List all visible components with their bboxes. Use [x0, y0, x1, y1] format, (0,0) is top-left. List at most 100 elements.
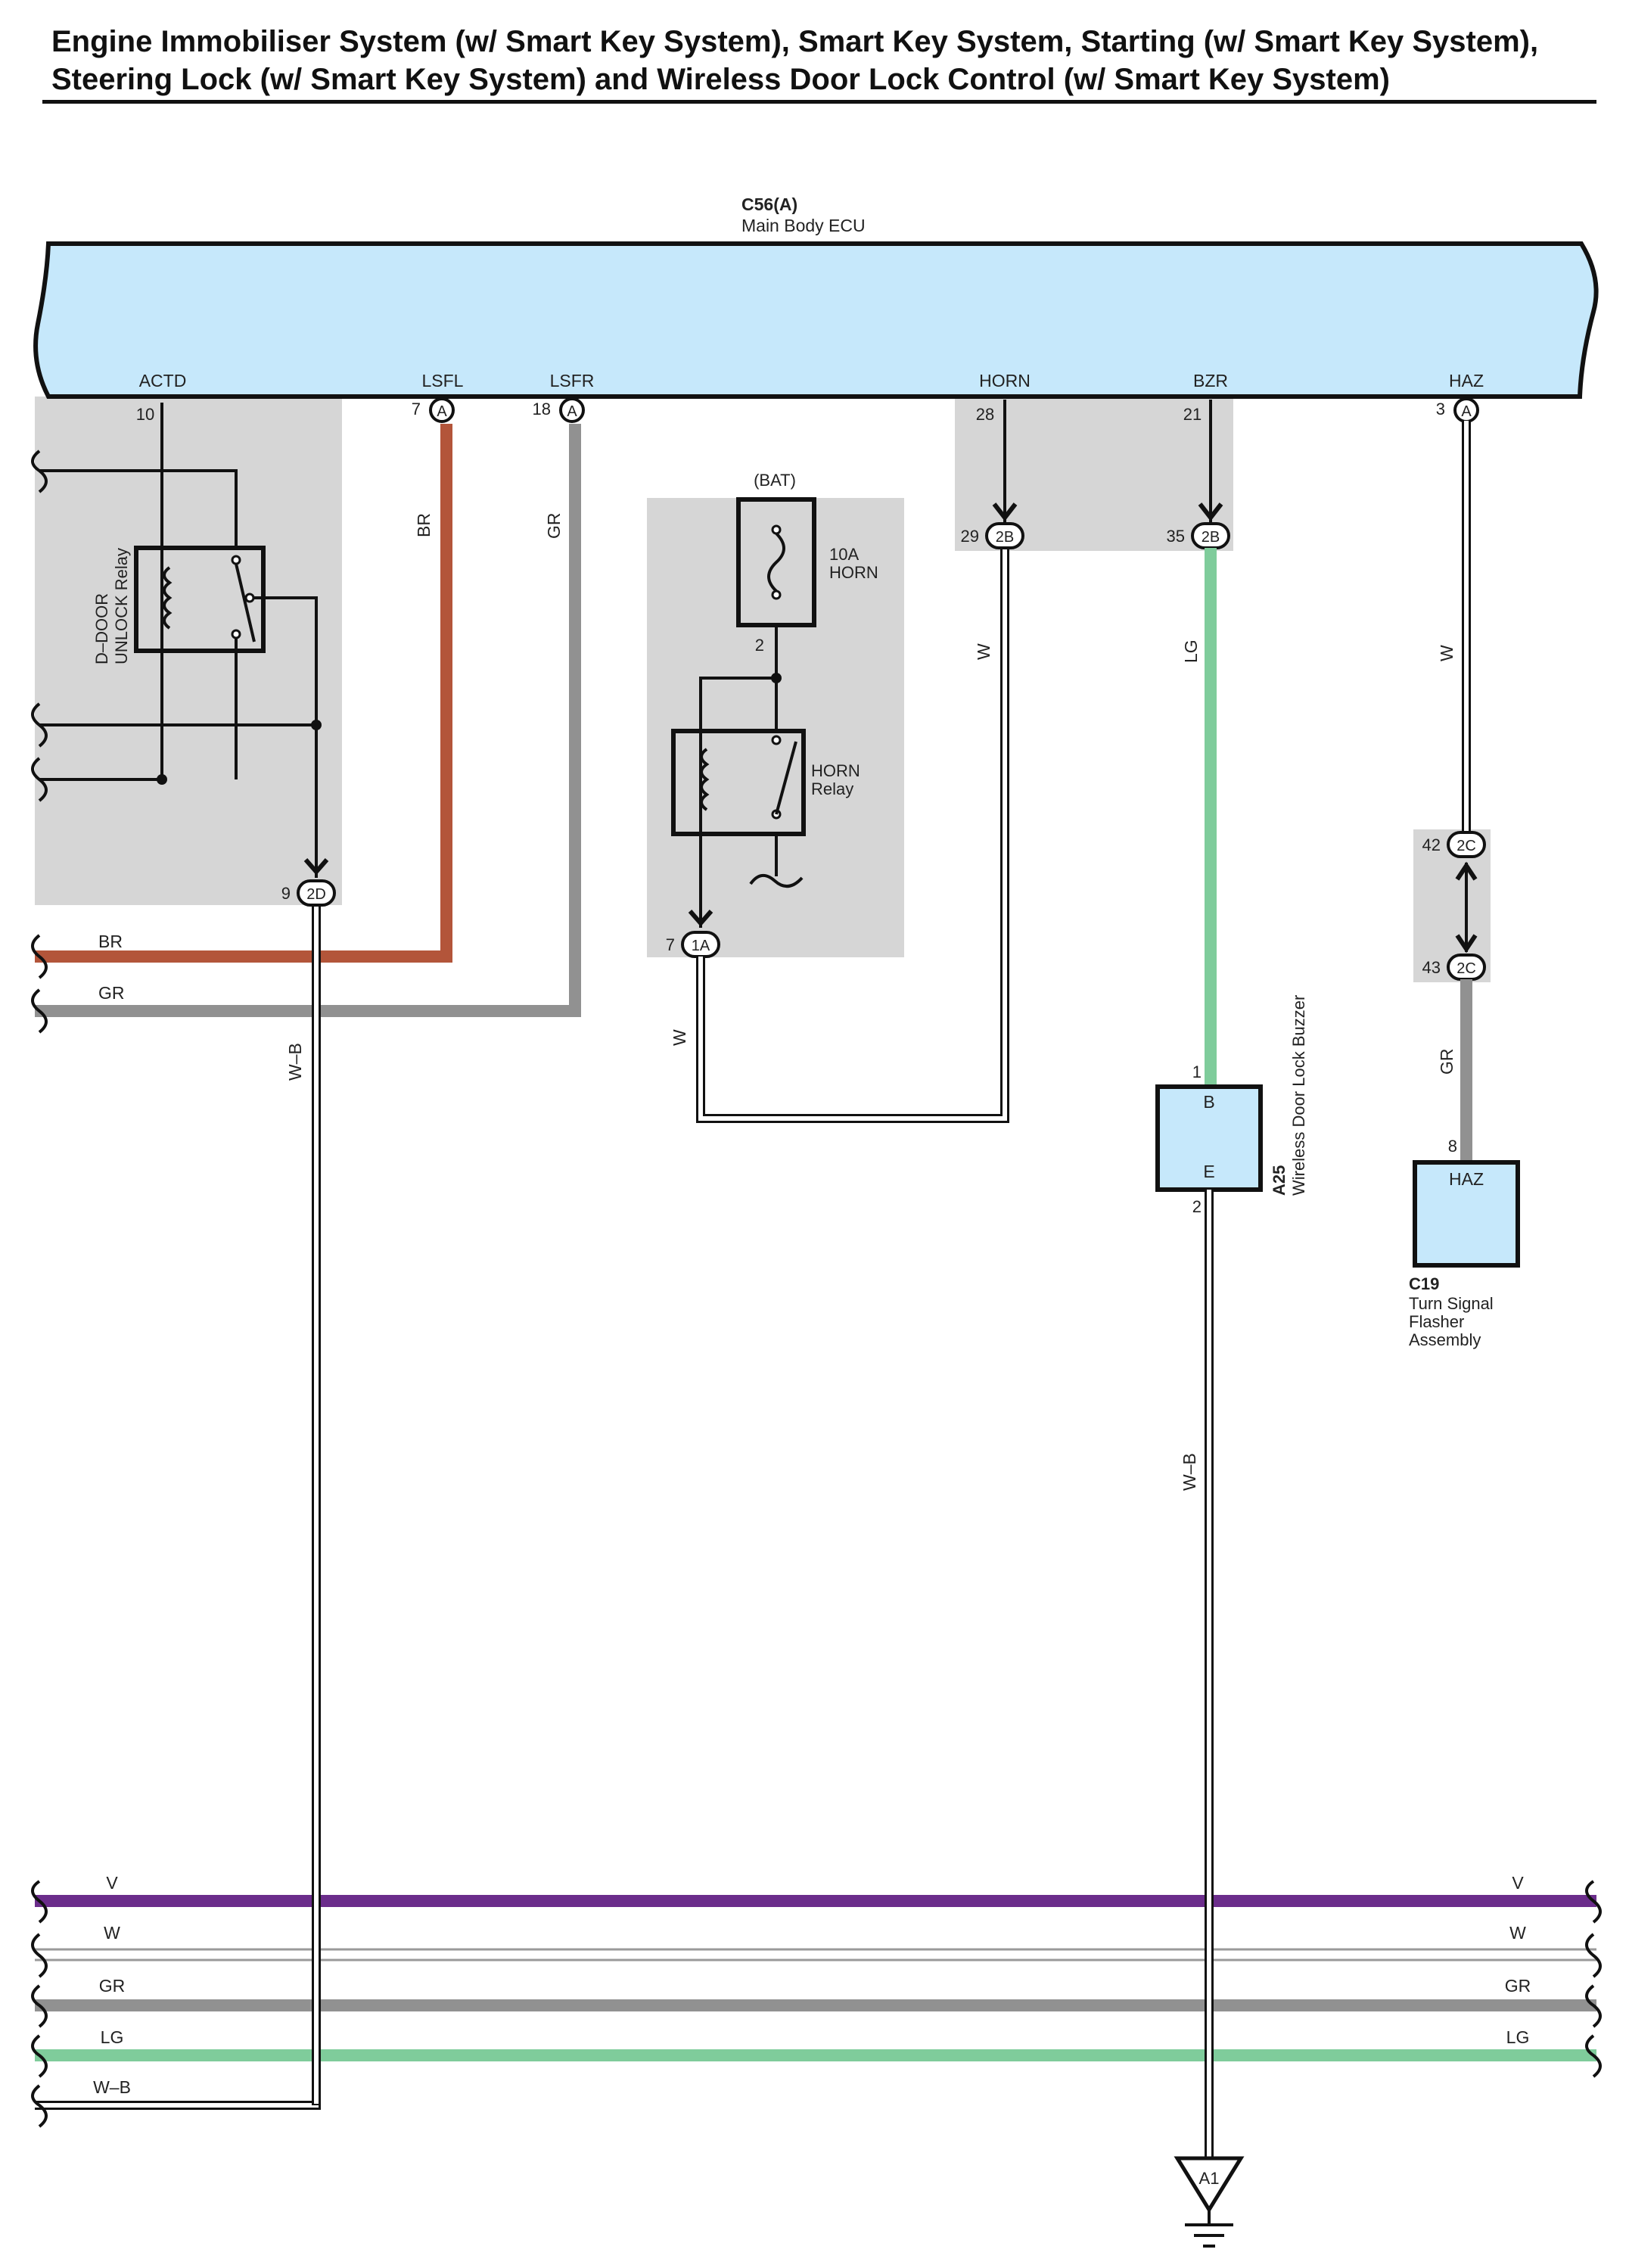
connector-lsfr-label: A [567, 403, 577, 420]
wire-gr [35, 424, 581, 1017]
flasher-line3: Assembly [1409, 1330, 1481, 1349]
junction-2b-horn-label: 2B [996, 529, 1014, 546]
wireless-door-lock-buzzer [1155, 1084, 1263, 1192]
flasher-code: C19 [1409, 1274, 1439, 1293]
bus-right-breaks [1585, 1880, 1602, 2078]
buzzer-pin-b: B [1203, 1092, 1214, 1112]
pin-actd-num: 10 [136, 405, 154, 424]
arrow-bzr [1198, 502, 1223, 521]
relay-door-line1: D–DOOR [92, 593, 111, 664]
left-gr-label: GR [98, 983, 125, 1003]
arrow-horn [992, 502, 1018, 521]
buzzer-num2: 2 [1192, 1197, 1202, 1216]
pin-haz-label: HAZ [1449, 371, 1484, 390]
wire-w1a-label: W [670, 1029, 689, 1046]
bus-wb-left: W–B [93, 2077, 131, 2097]
pin-lsfr-label: LSFR [550, 371, 595, 390]
connector-haz-label: A [1461, 403, 1472, 420]
page-title: Engine Immobiliser System (w/ Smart Key … [51, 23, 1538, 98]
junction-2b-horn [985, 522, 1024, 549]
junction-2d-num: 9 [281, 884, 291, 903]
wire-br [35, 424, 452, 963]
connector-lsfl-label: A [437, 403, 447, 420]
bus-lg-left: LG [101, 2027, 124, 2047]
horn-relay-line1: HORN [811, 761, 860, 780]
title-line-1: Engine Immobiliser System (w/ Smart Key … [51, 25, 1539, 58]
connector-lsfr [559, 397, 585, 423]
door-unlock-relay [31, 403, 329, 878]
title-line-2: Steering Lock (w/ Smart Key System) and … [51, 63, 1391, 96]
junction-2b-bzr-num: 35 [1167, 527, 1185, 546]
pin-horn-label: HORN [979, 371, 1031, 390]
flasher-pin: HAZ [1449, 1169, 1484, 1189]
pin-lsfl-label: LSFL [422, 371, 464, 390]
fuse-line2: HORN [829, 563, 878, 582]
wire-wb-left-label: W–B [285, 1043, 305, 1081]
pin-lsfl-num: 7 [412, 400, 421, 418]
connector-lsfl [429, 397, 455, 423]
title-divider [42, 100, 1596, 104]
wire-wb-left-core [35, 905, 319, 2108]
wire-w-horn-label: W [974, 643, 993, 660]
turn-signal-flasher [1413, 1160, 1520, 1268]
fuse-line1: 10A [829, 545, 859, 564]
wire-br-label: BR [414, 513, 434, 537]
bus-gr-left: GR [99, 1976, 126, 1996]
junction-2c-top [1447, 831, 1486, 858]
junction-2c-bot-label: 2C [1456, 960, 1476, 977]
horn-relay [671, 673, 806, 928]
junction-1a-num: 7 [666, 935, 675, 954]
junction-2b-horn-num: 29 [961, 527, 979, 546]
buzzer-code: A25 [1270, 1165, 1289, 1196]
bus-lg-right: LG [1506, 2027, 1530, 2047]
bus-v-left: V [106, 1873, 118, 1893]
wire-wb-buzzer-label: W–B [1180, 1453, 1199, 1491]
bat-label: (BAT) [754, 471, 796, 490]
wire-lg-label: LG [1181, 639, 1201, 663]
ground-symbol [1174, 2156, 1245, 2248]
junction-2c-bot-num: 43 [1422, 958, 1441, 977]
pin-bzr-label: BZR [1193, 371, 1228, 390]
bus-w-right: W [1509, 1923, 1526, 1943]
fuse-pin2: 2 [755, 636, 764, 655]
pin-lsfr-num: 18 [533, 400, 551, 418]
relay-door-line2: UNLOCK Relay [112, 548, 131, 664]
junction-2c-top-num: 42 [1422, 835, 1441, 854]
ecu-code: C56(A) [741, 194, 797, 214]
left-break-br [31, 934, 48, 979]
bus-gr-right: GR [1505, 1976, 1531, 1996]
horn-relay-line2: Relay [811, 779, 853, 798]
horn-fuse [736, 497, 816, 678]
arrow-2c-up [1455, 861, 1478, 881]
flasher-num: 8 [1448, 1137, 1457, 1156]
bus-left-breaks [31, 1880, 48, 2128]
wire-w-horn-core [698, 548, 1007, 1121]
buzzer-num1: 1 [1192, 1062, 1202, 1081]
main-body-ecu [33, 241, 1599, 399]
wire-gr-haz-label: GR [1437, 1049, 1456, 1075]
left-break-gr [31, 988, 48, 1034]
pin-actd-label: ACTD [139, 371, 187, 390]
pin-haz-num: 3 [1436, 400, 1445, 418]
wire-gr-label: GR [544, 513, 564, 540]
junction-2c-top-label: 2C [1456, 838, 1476, 854]
bus-w-left: W [104, 1923, 120, 1943]
buzzer-pin-e: E [1203, 1162, 1214, 1181]
junction-2b-bzr-label: 2B [1202, 529, 1220, 546]
buzzer-name: Wireless Door Lock Buzzer [1289, 995, 1308, 1196]
junction-2d [297, 879, 336, 907]
bus-v-right: V [1512, 1873, 1524, 1893]
wire-w-haz-label: W [1437, 645, 1456, 661]
flasher-line1: Turn Signal [1409, 1294, 1494, 1313]
junction-2d-label: 2D [306, 886, 326, 903]
pin-bzr-num: 21 [1183, 405, 1202, 424]
ecu-name: Main Body ECU [741, 216, 866, 235]
pin-horn-num: 28 [976, 405, 994, 424]
flasher-line2: Flasher [1409, 1312, 1464, 1331]
junction-1a-label: 1A [692, 938, 710, 954]
ground-code: A1 [1199, 2169, 1220, 2188]
wire-wb-left [35, 905, 321, 2110]
arrow-2c-down [1455, 934, 1478, 954]
left-br-label: BR [98, 932, 123, 951]
